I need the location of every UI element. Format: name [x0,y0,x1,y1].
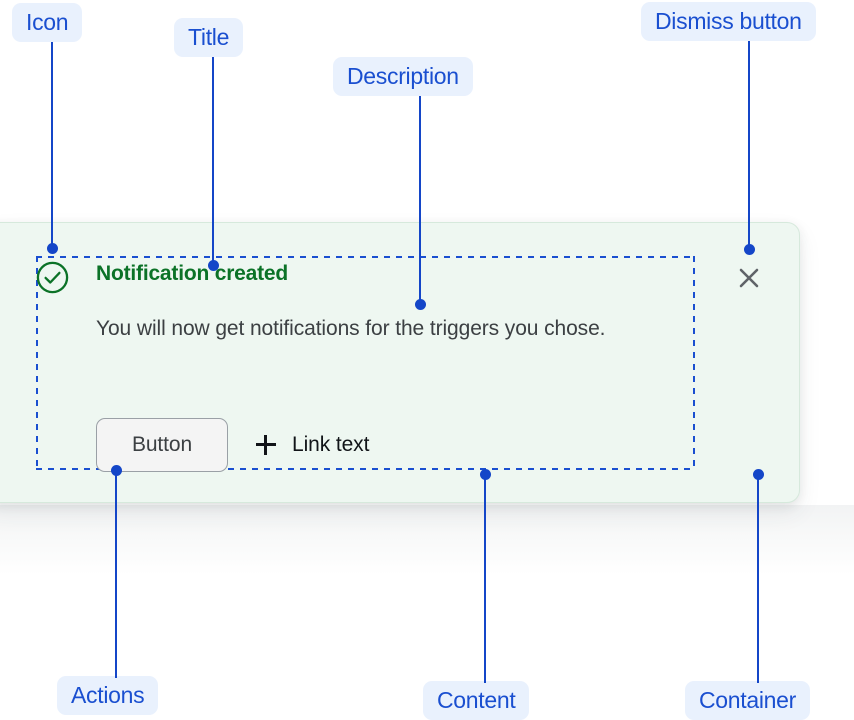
leader-dot-actions [110,465,122,476]
notification-title: Notification created [96,262,289,285]
leader-line-container [757,474,760,683]
leader-line-content [484,474,487,683]
leader-dot-title [207,260,219,271]
annotation-badge-actions: Actions [57,676,159,715]
annotation-badge-dismiss-button: Dismiss button [641,2,816,41]
leader-dot-content [479,469,491,480]
leader-line-description [419,96,422,303]
leader-line-icon [51,42,54,247]
plus-icon [256,435,276,455]
leader-dot-container [752,469,764,480]
leader-dot-description [414,299,426,310]
annotation-badge-description: Description [333,57,473,96]
annotation-badge-container: Container [685,681,811,720]
leader-line-dismiss-button [748,41,751,249]
leader-line-actions [115,470,118,678]
annotation-badge-icon: Icon [12,3,83,42]
action-link[interactable]: Link text [256,433,369,457]
leader-dot-dismiss-button [743,244,755,255]
leader-dot-icon [46,243,58,254]
leader-line-title [212,57,215,264]
check-circle-icon [36,261,69,294]
close-icon [739,268,759,288]
annotation-badge-content: Content [423,681,530,720]
annotation-badge-title: Title [174,18,244,57]
notification-actions: Button Link text [96,418,369,472]
dismiss-button[interactable] [733,262,765,294]
notification-description: You will now get notifications for the t… [96,317,606,340]
action-button[interactable]: Button [96,418,228,472]
action-link-label: Link text [292,433,370,456]
